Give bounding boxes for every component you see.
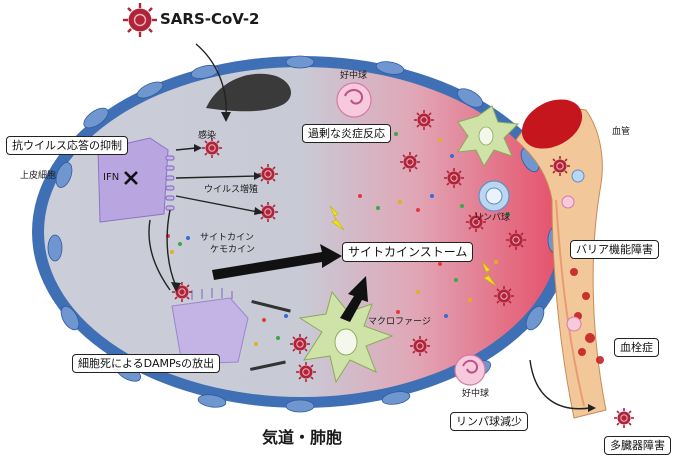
virus-icon [443, 167, 465, 189]
virus-icon [121, 1, 159, 39]
title-label: SARS-CoV-2 [160, 10, 260, 28]
cytokine-storm-box: サイトカインストーム [342, 242, 474, 263]
lightning-icon [329, 205, 497, 287]
lymphocyte-label: リンパ球 [474, 213, 511, 223]
multi-organ-failure-box: 多臓器障害 [604, 436, 671, 456]
block-x-icon [124, 171, 138, 185]
neutrophil-upper [336, 82, 372, 118]
excess-inflammation-box: 過剰な炎症反応 [302, 124, 391, 144]
virus-icon [201, 137, 223, 159]
virus-icon [289, 333, 311, 355]
infection-label: 感染 [198, 131, 217, 141]
chemokine-label: ケモカイン [210, 245, 256, 255]
epithelial-label: 上皮細胞 [20, 171, 57, 181]
airway-alveolus-tissue [32, 55, 572, 413]
thrombosis-box: 血栓症 [614, 338, 659, 358]
virus-icon [399, 151, 421, 173]
bottom-label: 気道・肺胞 [262, 428, 343, 447]
macrophage-upper [457, 105, 520, 168]
virus-replication-label: ウイルス増殖 [204, 185, 259, 195]
virus-icon [493, 285, 515, 307]
virus-icon [257, 163, 279, 185]
virus-icon [549, 155, 571, 177]
ifn-label: IFN [103, 172, 120, 183]
entry-pocket [206, 73, 291, 112]
arrow-icon [212, 244, 368, 322]
macrophage-label: マクロファージ [368, 317, 431, 327]
barrier-dysfunction-box: バリア機能障害 [570, 240, 659, 260]
neutrophil-top-label: 好中球 [340, 71, 368, 81]
blood-vessel-label: 血管 [612, 127, 631, 137]
damps-release-box: 細胞死によるDAMPsの放出 [72, 354, 221, 374]
virus-icon [613, 407, 635, 429]
virus-icon [413, 109, 435, 131]
virus-icon [505, 229, 527, 251]
macrophage-lower [298, 290, 394, 384]
neutrophil-bottom-label: 好中球 [462, 389, 490, 399]
lymphopenia-box: リンパ球減少 [450, 412, 528, 432]
arrowheads [171, 112, 596, 412]
arrows [148, 43, 591, 410]
cytokine-label: サイトカイン [200, 233, 255, 243]
antiviral-suppression-box: 抗ウイルス応答の抑制 [6, 136, 128, 156]
lymphocyte [478, 180, 510, 212]
blood-vessel [515, 99, 607, 419]
virus-icon [295, 361, 317, 383]
neutrophil-lower [454, 354, 486, 386]
virus-icon [409, 335, 431, 357]
epithelial-cell-dying [171, 288, 291, 371]
